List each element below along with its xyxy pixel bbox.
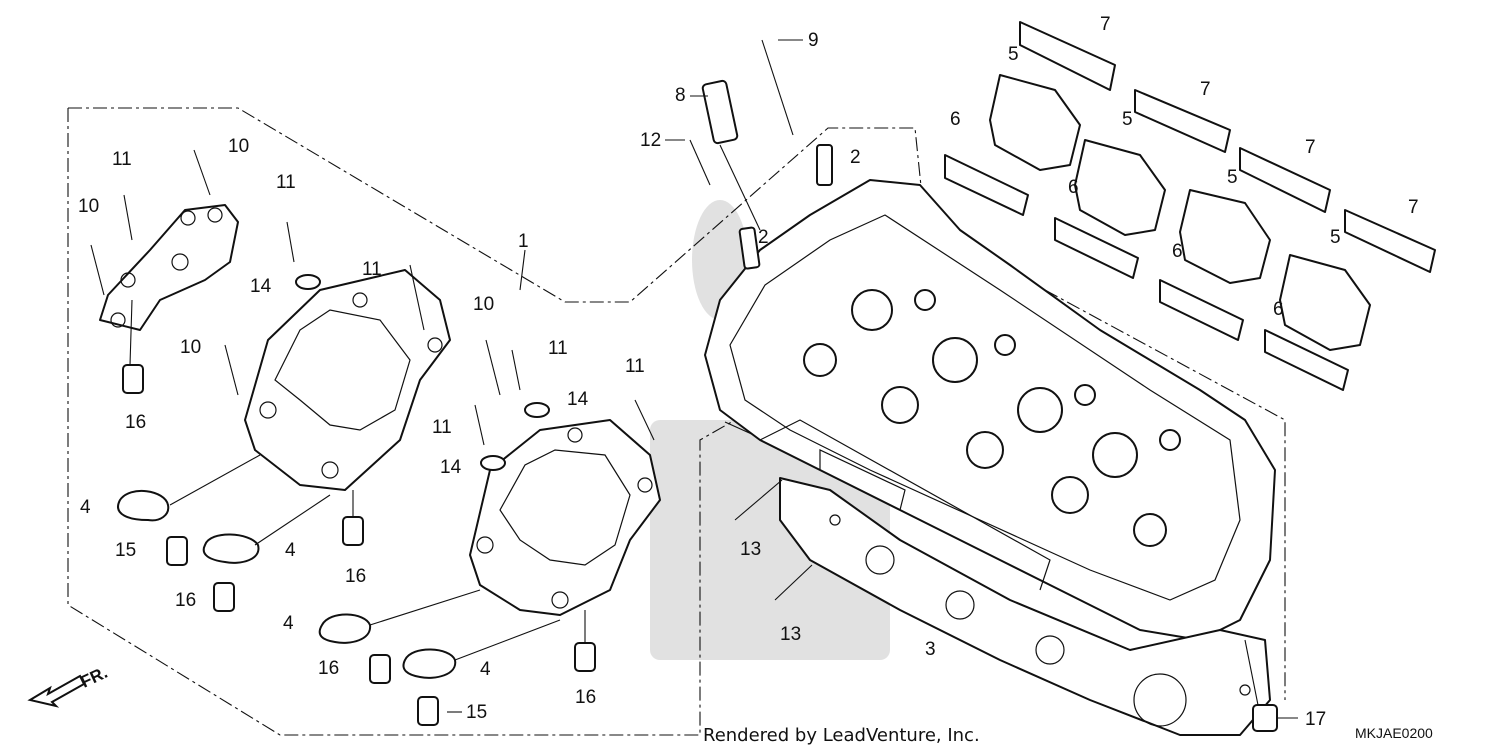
intake-insulators[interactable]	[989, 74, 1371, 351]
callout-11: 11	[112, 149, 132, 170]
callout-11: 11	[276, 172, 296, 193]
callout-6: 6	[1068, 177, 1079, 198]
callout-6: 6	[950, 109, 961, 130]
callout-4: 4	[80, 497, 91, 518]
callout-10: 10	[473, 294, 494, 315]
callout-12: 12	[640, 130, 661, 151]
callout-6: 6	[1273, 299, 1284, 320]
washers[interactable]	[295, 274, 550, 471]
callout-9: 9	[808, 30, 819, 51]
bolts[interactable]	[90, 39, 794, 446]
callout-4: 4	[283, 613, 294, 634]
credit-text: Rendered by LeadVenture, Inc.	[703, 725, 980, 746]
callout-7: 7	[1100, 14, 1111, 35]
callout-labels: 1 2 2 3 4 4 4 4 5 5 5 5 6 6 6 6 7 7 7 7 …	[78, 14, 1419, 730]
callout-15: 15	[466, 702, 487, 723]
callout-6: 6	[1172, 241, 1183, 262]
callout-ticks	[447, 39, 1298, 719]
callout-5: 5	[1008, 44, 1019, 65]
callout-10: 10	[228, 136, 249, 157]
callout-16: 16	[345, 566, 366, 587]
callout-13: 13	[740, 539, 761, 560]
callout-13: 13	[780, 624, 801, 645]
callout-5: 5	[1330, 227, 1341, 248]
callout-16: 16	[318, 658, 339, 679]
cam-holder-plate-a[interactable]	[244, 269, 451, 491]
dowel-pins[interactable]	[738, 144, 833, 270]
callout-4: 4	[285, 540, 296, 561]
direction-label: FR.	[78, 663, 111, 692]
callout-14: 14	[567, 389, 589, 410]
callout-11: 11	[432, 417, 452, 438]
callout-7: 7	[1305, 137, 1316, 158]
cam-holder-left[interactable]	[99, 204, 239, 331]
callout-16: 16	[575, 687, 596, 708]
callout-15: 15	[115, 540, 136, 561]
callout-2: 2	[850, 147, 861, 168]
callout-10: 10	[180, 337, 201, 358]
cam-holder-plate-b[interactable]	[469, 419, 661, 616]
callout-1: 1	[518, 231, 529, 252]
studs[interactable]	[734, 479, 813, 601]
callout-2: 2	[758, 227, 769, 248]
callout-17: 17	[1305, 709, 1326, 730]
leader-lines	[129, 144, 1259, 706]
clamp-bands[interactable]	[944, 21, 1436, 391]
cylinder-head[interactable]	[704, 179, 1276, 641]
o-rings[interactable]	[117, 489, 457, 679]
front-direction-indicator: FR.	[27, 663, 111, 708]
callout-14: 14	[250, 276, 272, 297]
callout-7: 7	[1408, 197, 1419, 218]
diagram-code: MKJAE0200	[1355, 725, 1433, 741]
callout-11: 11	[625, 356, 645, 377]
camshaft-journals	[803, 289, 1181, 547]
callout-4: 4	[480, 659, 491, 680]
callout-8: 8	[675, 85, 686, 106]
callout-5: 5	[1227, 167, 1238, 188]
callout-14: 14	[440, 457, 462, 478]
spark-plug[interactable]	[701, 79, 739, 145]
callout-3: 3	[925, 639, 936, 660]
callout-7: 7	[1200, 79, 1211, 100]
callout-5: 5	[1122, 109, 1133, 130]
callout-16: 16	[125, 412, 146, 433]
watermark	[650, 200, 890, 660]
callout-16: 16	[175, 590, 196, 611]
callout-11: 11	[548, 338, 568, 359]
callout-10: 10	[78, 196, 99, 217]
arrow-left-icon	[27, 674, 86, 708]
callout-11: 11	[362, 259, 382, 280]
